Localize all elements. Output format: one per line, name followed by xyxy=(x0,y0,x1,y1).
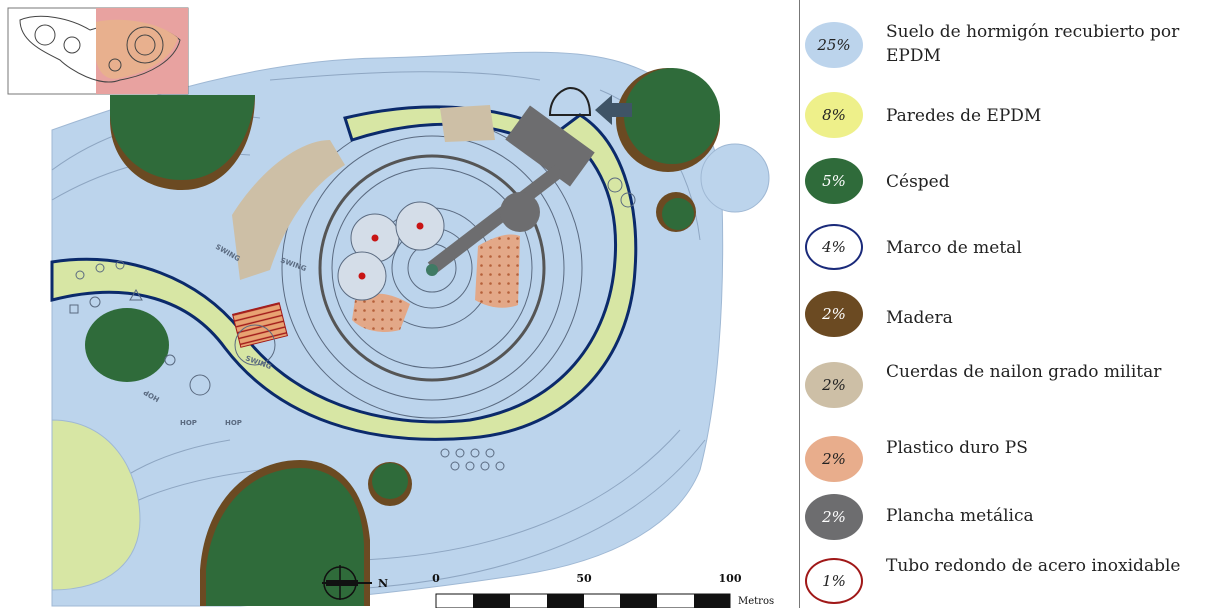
central-discs xyxy=(337,201,445,301)
legend-percent: 1% xyxy=(822,572,846,590)
legend-label: Tubo redondo de acero inoxidable xyxy=(886,556,1181,576)
legend-percent: 2% xyxy=(822,508,846,526)
legend-item: 8% Paredes de EPDM xyxy=(800,72,1216,138)
legend-swatch: 1% xyxy=(805,558,863,604)
metal-bar xyxy=(427,164,565,274)
legend-item: 4% Marco de metal xyxy=(800,202,1216,270)
north-arrow: N xyxy=(322,565,388,600)
legend-swatch: 2% xyxy=(805,291,863,337)
legend-swatch: 25% xyxy=(805,22,863,68)
scale-unit: Metros xyxy=(738,596,774,607)
legend-swatch: 8% xyxy=(805,92,863,138)
metal-plate xyxy=(505,105,595,187)
steel-tube-area xyxy=(231,302,289,348)
grass-areas xyxy=(51,68,720,606)
locator-inset xyxy=(7,7,189,95)
nylon-rope-top xyxy=(440,105,495,142)
legend-percent: 8% xyxy=(822,106,846,124)
nylon-rope-area xyxy=(232,140,345,280)
legend-item: 5% Césped xyxy=(800,136,1216,204)
legend-swatch: 4% xyxy=(805,224,863,270)
plastic-ps-right xyxy=(475,234,520,308)
legend-swatch: 5% xyxy=(805,158,863,204)
legend-percent: 2% xyxy=(822,376,846,394)
scale-bar: 0 50 100 Metros xyxy=(432,572,774,609)
legend-item: 2% Madera xyxy=(800,270,1216,337)
metal-disc xyxy=(500,192,540,232)
legend-label: Suelo de hormigón recubierto por EPDM xyxy=(886,22,1180,66)
legend-item: 1% Tubo redondo de acero inoxidable xyxy=(800,544,1216,608)
site-plan-svg: SWING SWING SWING HOP HOP HOP N 0 50 100 xyxy=(7,7,774,609)
site-plan-map: SWING SWING SWING HOP HOP HOP N 0 50 100 xyxy=(7,0,800,609)
legend-item: 2% Cuerdas de nailon grado militar xyxy=(800,342,1216,408)
north-label: N xyxy=(378,577,388,590)
decorative-shapes xyxy=(69,177,636,471)
scale-tick-label: 100 xyxy=(719,572,742,585)
concrete-bulge xyxy=(700,143,770,213)
entry-arrow xyxy=(595,95,632,125)
entry-arch xyxy=(548,86,592,116)
legend-percent: 25% xyxy=(817,36,851,54)
site-label: HOP xyxy=(180,419,197,427)
site-label: HOP xyxy=(225,419,242,427)
scale-tick-label: 0 xyxy=(432,572,440,585)
legend-label: Paredes de EPDM xyxy=(886,106,1042,126)
legend-swatch: 2% xyxy=(805,494,863,540)
legend-item: 2% Plancha metálica xyxy=(800,482,1216,546)
legend-swatch: 2% xyxy=(805,436,863,482)
legend-panel: 25% Suelo de hormigón recubierto por EPD… xyxy=(800,0,1216,608)
legend-swatch: 2% xyxy=(805,362,863,408)
legend-label: Césped xyxy=(886,172,950,192)
legend-label: Madera xyxy=(886,308,953,328)
scale-tick-label: 50 xyxy=(576,572,592,585)
legend-label: Plancha metálica xyxy=(886,506,1034,526)
plastic-ps-left xyxy=(352,293,410,332)
legend-percent: 4% xyxy=(822,238,846,256)
legend-percent: 5% xyxy=(822,172,846,190)
legend-label: Plastico duro PS xyxy=(886,438,1028,458)
legend-item: 2% Plastico duro PS xyxy=(800,416,1216,482)
legend-item: 25% Suelo de hormigón recubierto por EPD… xyxy=(800,8,1216,72)
legend-label: Cuerdas de nailon grado militar xyxy=(886,362,1162,382)
legend-label: Marco de metal xyxy=(886,238,1022,258)
legend-percent: 2% xyxy=(822,450,846,468)
legend-percent: 2% xyxy=(822,305,846,323)
